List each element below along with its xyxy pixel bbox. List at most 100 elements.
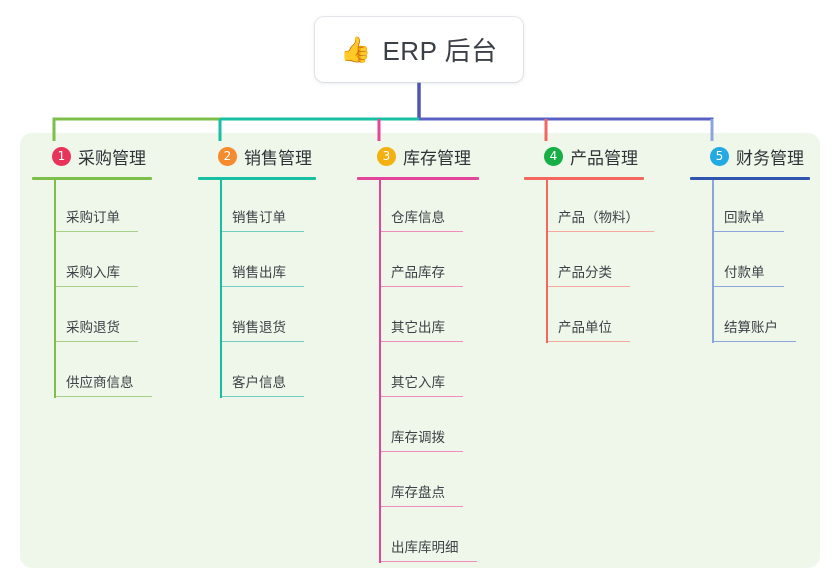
leaf-item[interactable]: 回款单 [690,180,810,235]
root-node[interactable]: 👍 ERP 后台 [315,17,523,82]
leaf-rule [220,395,304,397]
leaf-item[interactable]: 销售退货 [198,290,316,345]
column-title-3: 库存管理 [403,148,471,168]
leaf-list-2: 销售订单销售出库销售退货客户信息 [198,180,316,400]
leaf-rule [546,230,654,232]
leaf-label: 客户信息 [232,375,286,390]
leaf-rule [379,285,463,287]
leaf-rule [379,450,463,452]
leaf-label: 库存盘点 [391,485,445,500]
column-header-5[interactable]: 5 财务管理 [690,143,810,169]
leaf-label: 采购订单 [66,210,120,225]
leaf-item[interactable]: 仓库信息 [357,180,479,235]
content-panel [20,133,820,568]
column-header-3[interactable]: 3 库存管理 [357,143,479,169]
leaf-item[interactable]: 出库库明细 [357,510,479,565]
leaf-rule [220,230,304,232]
leaf-rule [712,340,796,342]
leaf-item[interactable]: 供应商信息 [32,345,152,400]
leaf-item[interactable]: 其它出库 [357,290,479,345]
leaf-rule [379,340,463,342]
leaf-item[interactable]: 库存盘点 [357,455,479,510]
column-rule-5 [690,177,810,180]
leaf-label: 销售出库 [232,265,286,280]
leaf-label: 产品（物料） [558,210,639,225]
leaf-rule [379,230,463,232]
column-5: 5 财务管理回款单付款单结算账户 [690,143,810,345]
column-badge-4: 4 [544,146,563,166]
column-header-1[interactable]: 1 采购管理 [32,143,152,169]
leaf-rule [379,505,463,507]
leaf-rule [54,395,152,397]
leaf-label: 销售订单 [232,210,286,225]
column-rule-4 [524,177,644,180]
leaf-label: 产品单位 [558,320,612,335]
leaf-rule [54,285,138,287]
leaf-rule [379,560,477,562]
column-stem-1 [54,180,56,398]
leaf-label: 供应商信息 [66,375,134,390]
leaf-label: 付款单 [724,265,765,280]
column-rule-1 [32,177,152,180]
leaf-label: 采购入库 [66,265,120,280]
thumbs-up-icon: 👍 [340,36,372,64]
column-stem-2 [220,180,222,398]
leaf-label: 销售退货 [232,320,286,335]
column-badge-1: 1 [52,146,71,166]
leaf-item[interactable]: 采购订单 [32,180,152,235]
column-1: 1 采购管理采购订单采购入库采购退货供应商信息 [32,143,152,400]
leaf-item[interactable]: 销售出库 [198,235,316,290]
leaf-label: 结算账户 [724,320,778,335]
column-stem-3 [379,180,381,563]
column-title-5: 财务管理 [736,148,804,168]
column-3: 3 库存管理仓库信息产品库存其它出库其它入库库存调拨库存盘点出库库明细 [357,143,479,565]
leaf-rule [220,285,304,287]
column-rule-3 [357,177,479,180]
column-stem-5 [712,180,714,343]
leaf-list-3: 仓库信息产品库存其它出库其它入库库存调拨库存盘点出库库明细 [357,180,479,565]
leaf-item[interactable]: 销售订单 [198,180,316,235]
column-badge-5: 5 [710,146,729,166]
leaf-item[interactable]: 产品单位 [524,290,644,345]
leaf-label: 产品分类 [558,265,612,280]
leaf-label: 仓库信息 [391,210,445,225]
leaf-label: 其它出库 [391,320,445,335]
leaf-list-1: 采购订单采购入库采购退货供应商信息 [32,180,152,400]
leaf-rule [712,230,784,232]
leaf-label: 采购退货 [66,320,120,335]
leaf-rule [54,340,138,342]
leaf-item[interactable]: 产品分类 [524,235,644,290]
leaf-list-4: 产品（物料） 产品分类产品单位 [524,180,654,345]
leaf-item[interactable]: 客户信息 [198,345,316,400]
leaf-label: 出库库明细 [391,540,459,555]
leaf-label: 库存调拨 [391,430,445,445]
leaf-list-5: 回款单付款单结算账户 [690,180,810,345]
leaf-label: 产品库存 [391,265,445,280]
leaf-label: 回款单 [724,210,765,225]
leaf-rule [712,285,784,287]
leaf-item[interactable]: 采购入库 [32,235,152,290]
leaf-rule [379,395,463,397]
column-title-1: 采购管理 [78,148,146,168]
column-badge-3: 3 [377,146,396,166]
leaf-item[interactable]: 付款单 [690,235,810,290]
column-rule-2 [198,177,316,180]
column-title-2: 销售管理 [244,148,312,168]
leaf-item[interactable]: 结算账户 [690,290,810,345]
leaf-rule [220,340,304,342]
leaf-item[interactable]: 产品（物料） [524,180,654,235]
leaf-item[interactable]: 采购退货 [32,290,152,345]
leaf-rule [546,285,630,287]
column-stem-4 [546,180,548,343]
leaf-label: 其它入库 [391,375,445,390]
root-title: ERP 后台 [382,36,498,66]
leaf-item[interactable]: 其它入库 [357,345,479,400]
leaf-item[interactable]: 库存调拨 [357,400,479,455]
leaf-item[interactable]: 产品库存 [357,235,479,290]
leaf-rule [546,340,630,342]
